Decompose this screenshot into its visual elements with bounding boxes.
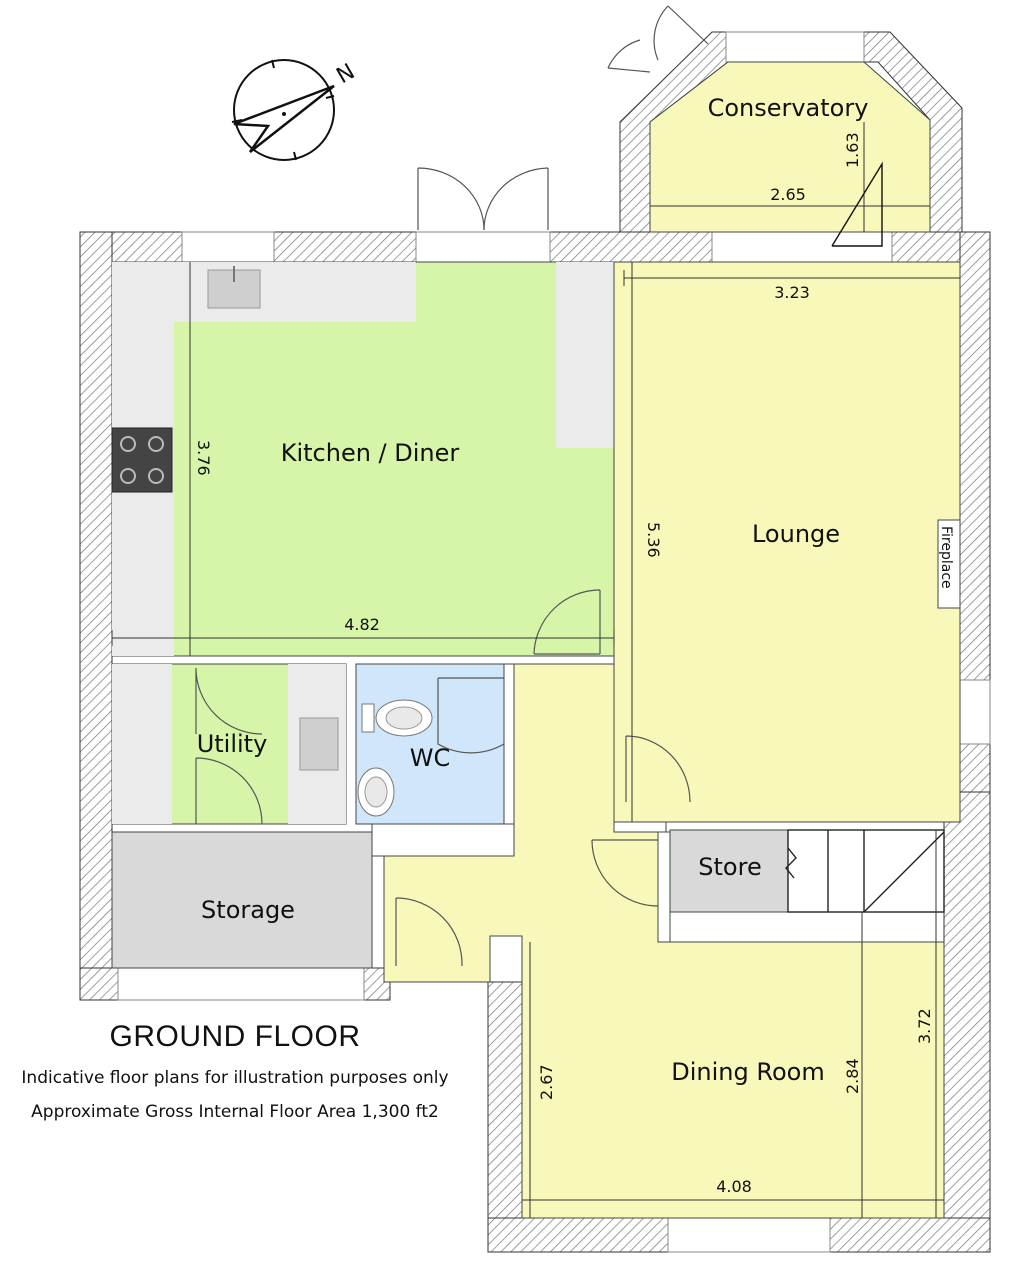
fireplace: Fireplace (937, 519, 961, 609)
dining-depth-mid-dim: 2.84 (843, 1058, 862, 1094)
lounge-label: Lounge (752, 520, 840, 548)
conservatory-label: Conservatory (708, 94, 869, 122)
lounge-width-dim: 3.23 (774, 283, 810, 302)
conservatory-width-dim: 2.65 (770, 185, 806, 204)
conservatory-doors (607, 5, 709, 73)
disclaimer-text: Indicative floor plans for illustration … (21, 1068, 449, 1088)
dining-depth-left-dim: 2.67 (537, 1064, 556, 1100)
utility-label: Utility (197, 730, 268, 758)
toilet-icon (361, 699, 433, 737)
lounge-depth-dim: 5.36 (644, 522, 663, 558)
compass-icon: N (231, 59, 360, 161)
store-label: Store (698, 853, 761, 881)
kitchen-width-dim: 4.82 (344, 615, 380, 634)
windows (117, 31, 991, 1253)
dining-width-dim: 4.08 (716, 1177, 752, 1196)
compass-north-label: N (333, 59, 360, 89)
hob-icon (111, 427, 173, 493)
storage-room (111, 831, 373, 969)
conservatory-threshold (831, 161, 883, 247)
staircase (785, 829, 945, 913)
kitchen-label: Kitchen / Diner (281, 439, 460, 467)
wc-door (437, 677, 505, 754)
kitchen-room (111, 261, 615, 657)
storage-label: Storage (201, 896, 295, 924)
dining-label: Dining Room (671, 1058, 824, 1086)
fireplace-label: Fireplace (938, 526, 954, 589)
dimension-lines (111, 122, 960, 1218)
store-room (669, 829, 789, 913)
wc-label: WC (410, 744, 451, 772)
floor-area-text: Approximate Gross Internal Floor Area 1,… (31, 1102, 439, 1122)
internal-walls (371, 663, 671, 943)
utility-doors (195, 667, 263, 825)
french-doors (417, 167, 549, 231)
dining-depth-right-dim: 3.72 (915, 1008, 934, 1044)
kitchen-sink-icon (207, 266, 261, 309)
utility-sink-icon (299, 717, 339, 771)
basin-icon (357, 767, 395, 817)
floor-title: GROUND FLOOR (109, 1020, 361, 1053)
kitchen-depth-dim: 3.76 (194, 440, 213, 476)
conservatory-depth-dim: 1.63 (843, 132, 862, 168)
conservatory-room (649, 61, 931, 233)
lounge-door (625, 735, 691, 803)
hall-doors (395, 589, 659, 967)
